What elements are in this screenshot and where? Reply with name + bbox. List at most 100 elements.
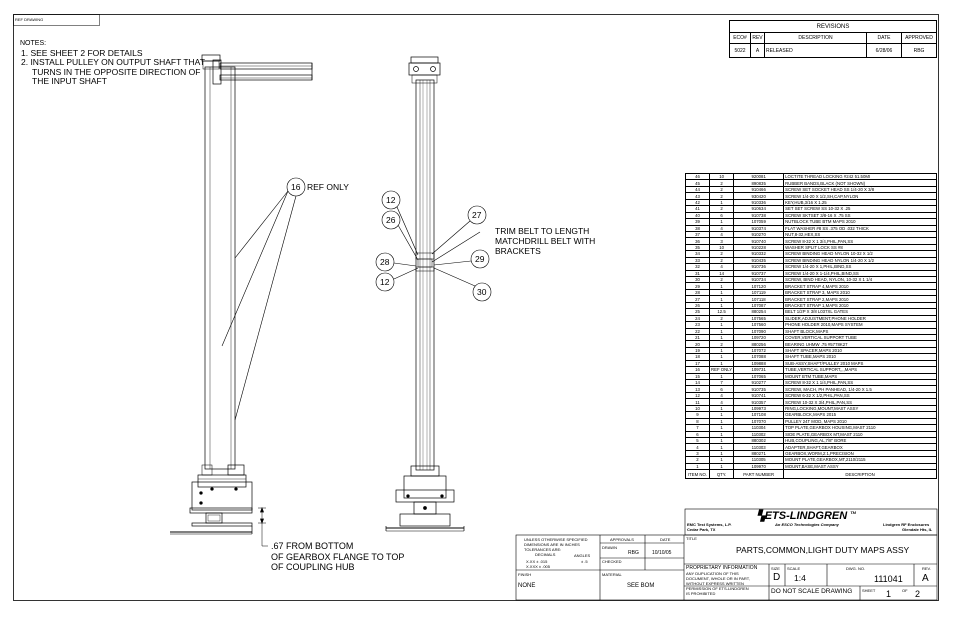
balloon-26: 26 (386, 215, 396, 225)
title-block-lines (515, 508, 938, 601)
bom-part: 107090 (733, 327, 785, 335)
company-right-city: Glendale Hts, IL (902, 527, 933, 532)
callout-leaders (221, 177, 492, 421)
title-label: TITLE (686, 536, 697, 541)
notes: NOTES: 1. SEE SHEET 2 FOR DETAILS 2. INS… (20, 39, 205, 87)
bom-header: ITEM NO. QTY. PART NUMBER DESCRIPTION (685, 469, 937, 480)
prop-line-1: PROPRIETARY INFORMATION (686, 565, 758, 571)
bom-desc: BRACKET STRAP 2,MAPS 2010 (783, 295, 937, 303)
bom-part: 910741 (733, 391, 785, 400)
bom-part: 107072 (733, 346, 785, 355)
bom-qty: 1 (708, 436, 735, 445)
bom-part: 107560 (733, 321, 785, 329)
note-line-1: 1. SEE SHEET 2 FOR DETAILS (21, 47, 143, 58)
tol-angle-value: ± .5 (581, 559, 588, 564)
bom-qty: 1 (708, 346, 735, 355)
corner-label: REF DRAWING (15, 17, 44, 22)
company-right: Lindgren RF Enclosures (883, 522, 930, 527)
bom-part: 107065 (733, 372, 785, 381)
notes-heading: NOTES: (20, 40, 47, 47)
bom-desc: BRACKET STRAP 3, MAPS 2010 (783, 288, 937, 297)
prop-line-5: PERMISSION OF ETS-LINDGREN (686, 586, 749, 591)
bom-desc: GEARBOX,WORM,2:1,PRECISION (783, 449, 937, 458)
tolerance-note: UNLESS OTHERWISE SPECIFIED DIMENSIONS AR… (524, 537, 588, 552)
note-line-2: 2. INSTALL PULLEY ON OUTPUT SHAFT THAT (21, 57, 205, 67)
bom-qty: 7 (708, 378, 735, 387)
rev-value: A (922, 573, 929, 584)
prop-line-3: DOCUMENT, WHOLE OR IN PART, (686, 576, 750, 581)
bom-desc: BRACKET STRAP 1,MAPS 2010 (783, 301, 937, 310)
bom-qty: 2 (708, 275, 735, 284)
approvals-label: APPROVALS (610, 537, 634, 542)
trim-belt-note: TRIM BELT TO LENGTH MATCHDRILL BELT WITH… (495, 226, 595, 256)
bom-qty: 2 (708, 256, 735, 265)
bom-desc: SCREW 8-32 X 1 1/4,PHIL,PAN,SS (783, 378, 937, 387)
bom-qty: 2 (708, 314, 735, 323)
bom-qty: 6 (708, 385, 735, 393)
bom-qty: 4 (708, 398, 735, 406)
bom-part: 109888 (733, 359, 785, 368)
drawing-title: PARTS,COMMON,LIGHT DUTY MAPS ASSY (736, 545, 910, 555)
bom-desc: SCREW, MACH, PH PANHEAD, 1/4-20 X 1.5 (783, 385, 937, 393)
bom-part: 110302 (733, 430, 785, 438)
tol-decimals: DECIMALS (535, 552, 556, 557)
bom-qty: 2 (708, 250, 735, 258)
of-label: OF (902, 588, 908, 593)
balloon-16: 16 (291, 182, 301, 192)
bom-qty: 1 (708, 462, 735, 471)
bom-desc: SCREW BINDING HEAD NYLON 1/4-20 X 1/2 (783, 256, 937, 265)
drawn-label: DRAWN (602, 545, 617, 550)
bom-qty: 1 (708, 411, 735, 419)
material-label: MATERIAL (602, 572, 622, 577)
size-label: SIZE (771, 566, 780, 571)
rev-col-rev: REV (750, 32, 765, 44)
company-mid: An ESCO Technologies Company (775, 522, 839, 527)
bom-desc: SCREW 1/4-20 X 1,PHIL,BIND,SS (783, 263, 937, 271)
finish-value: NONE (518, 583, 536, 589)
bom-qty: 1 (708, 301, 735, 310)
rev-col-eco: ECO# (729, 32, 751, 44)
bom-col-part: PART NUMBER (733, 469, 785, 480)
bom-qty: 14 (708, 269, 735, 278)
bom-part: 107087 (733, 301, 785, 310)
side-view (170, 54, 313, 547)
rev-col-date: DATE (866, 32, 902, 44)
dwg-no-label: DWG. NO. (846, 566, 866, 571)
rev-col-desc: DESCRIPTION (764, 32, 867, 44)
bom-part: 910734 (733, 275, 785, 284)
balloon-30: 30 (477, 287, 487, 297)
size-value: D (773, 572, 781, 583)
bom-desc: GEARBLOCK,MAPS 2015 (783, 411, 937, 419)
bom-part: 109731 (733, 366, 785, 374)
company-left: EMC Test Systems, L.P. (687, 522, 732, 527)
dwg-no-value: 111041 (874, 574, 903, 584)
bom-part: 880256 (733, 340, 785, 348)
bom-qty: 1 (708, 321, 735, 329)
bom-col-qty: QTY. (708, 469, 735, 480)
logo-mark-icon: ▚ (757, 511, 765, 522)
trim-line-3: BRACKETS (495, 246, 541, 256)
bom-desc: SLIDER,ADJUSTMENT,PHONE HOLDER (783, 314, 937, 323)
bom-qty: 1 (708, 282, 735, 290)
bom-part: 880254 (733, 308, 785, 316)
bom-part: 910357 (733, 398, 785, 406)
bom-desc: TOP PLATE,GEARBOX HOUSING,MAST 2110 (783, 424, 937, 432)
bom-desc: PHONE HOLDER 2010,MAPS SYSTEM (783, 321, 937, 329)
tol-line-1: UNLESS OTHERWISE SPECIFIED (524, 537, 588, 542)
